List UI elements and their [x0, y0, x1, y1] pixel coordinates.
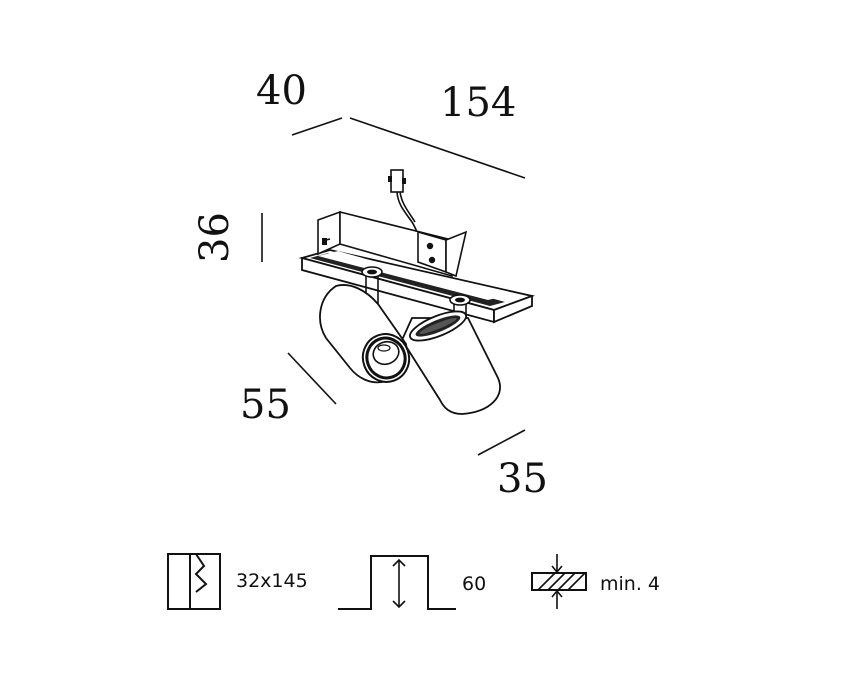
dimension-height: 36 — [192, 212, 238, 263]
spotlight-head-left — [319, 284, 411, 384]
ceiling-thickness: min. 4 — [600, 573, 660, 595]
cutout-spec: 32x145 — [167, 553, 308, 610]
recess-depth-icon — [338, 555, 456, 610]
cutout-icon — [167, 553, 221, 610]
connector-cable — [388, 169, 421, 241]
housing — [298, 210, 536, 324]
dimension-depth-top: 40 — [256, 68, 307, 114]
dimension-head-diameter: 35 — [497, 456, 548, 502]
cutout-size: 32x145 — [236, 570, 308, 592]
ceiling-thickness-icon — [531, 554, 587, 609]
spotlight-head-right — [400, 310, 501, 415]
recess-depth-spec: 60 — [338, 555, 486, 610]
recess-depth: 60 — [462, 573, 486, 595]
ceiling-thickness-spec: min. 4 — [531, 554, 660, 609]
luminaire-illustration — [298, 169, 536, 415]
dimension-head-length: 55 — [240, 382, 291, 428]
dimension-length: 154 — [440, 80, 516, 126]
dimension-lines — [261, 117, 526, 456]
